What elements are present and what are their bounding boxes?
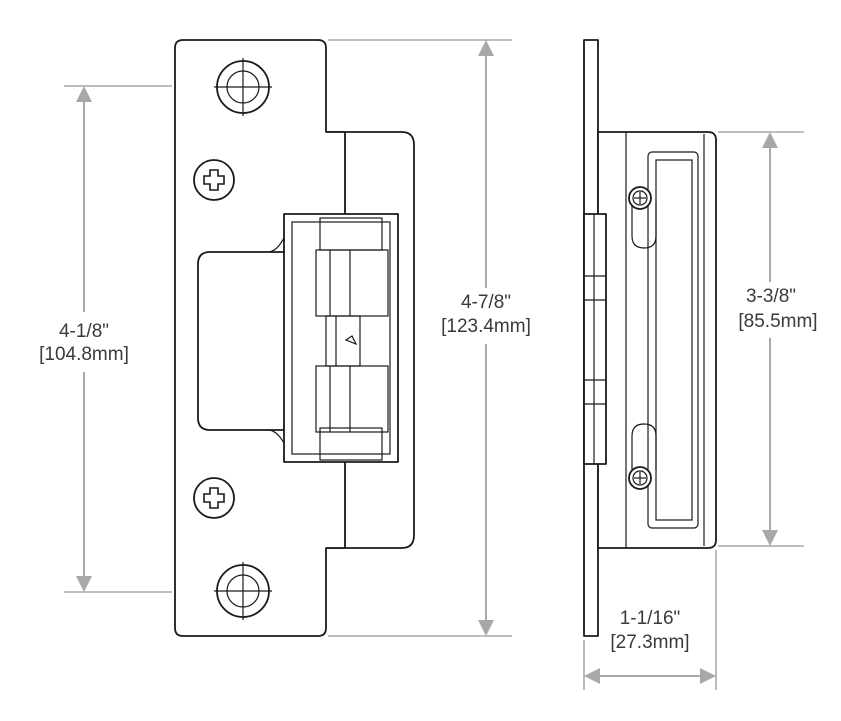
- overall-height-dimension: 4-7/8" [123.4mm]: [328, 39, 532, 637]
- left-height-metric-label: [104.8mm]: [39, 344, 129, 365]
- mounting-hole-bottom-icon: [214, 562, 272, 620]
- mounting-hole-top-icon: [214, 58, 272, 116]
- body-height-dimension: 3-3/8" [85.5mm]: [718, 131, 820, 547]
- front-view: [174, 39, 415, 637]
- keeper-assembly: [283, 213, 399, 463]
- left-height-dimension: 4-1/8" [104.8mm]: [39, 85, 172, 593]
- left-height-imperial-label: 4-1/8": [59, 321, 109, 342]
- overall-height-metric-label: [123.4mm]: [441, 316, 531, 337]
- screw-top-icon: [193, 159, 235, 201]
- depth-dimension: 1-1/16" [27.3mm]: [583, 550, 717, 690]
- screw-bottom-icon: [193, 477, 235, 519]
- side-screw-bottom-icon: [628, 466, 652, 490]
- side-screw-top-icon: [628, 186, 652, 210]
- depth-metric-label: [27.3mm]: [610, 632, 689, 653]
- body-height-imperial-label: 3-3/8": [746, 286, 796, 307]
- side-view: [583, 39, 717, 637]
- faceplate-lip: [197, 218, 293, 462]
- body-height-metric-label: [85.5mm]: [738, 311, 817, 332]
- overall-height-imperial-label: 4-7/8": [461, 292, 511, 313]
- side-body: [597, 131, 717, 549]
- depth-imperial-label: 1-1/16": [620, 608, 681, 629]
